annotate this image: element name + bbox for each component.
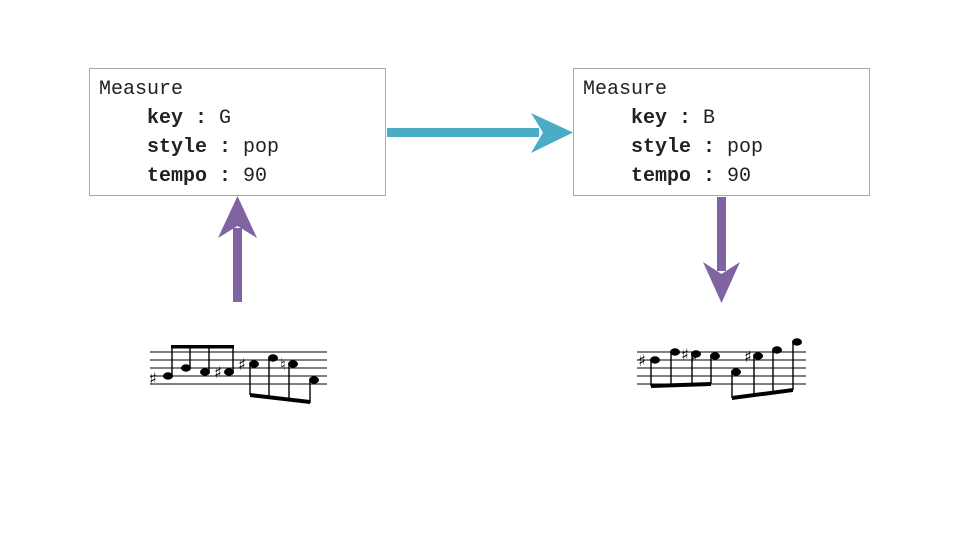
right-arrow-icon [387, 113, 573, 153]
field-tempo: tempo : 90 [631, 165, 752, 188]
svg-text:♯: ♯ [149, 369, 157, 388]
svg-text:♯: ♯ [238, 355, 246, 374]
measure-title: Measure [583, 78, 668, 101]
tempo-value: 90 [243, 165, 268, 188]
field-key: key : G [147, 107, 232, 130]
svg-text:♯: ♯ [638, 351, 646, 370]
style-value: pop [243, 136, 280, 159]
up-arrow-icon [218, 196, 257, 302]
svg-text:♯: ♯ [690, 347, 698, 366]
measure-box-output: Measure key : B style : pop tempo : 90 [573, 68, 870, 196]
tempo-value: 90 [727, 165, 752, 188]
field-style: style : pop [631, 136, 764, 159]
measure-box-input: Measure key : G style : pop tempo : 90 [89, 68, 386, 196]
svg-text:♯: ♯ [214, 363, 222, 382]
key-value: G [219, 107, 232, 130]
svg-text:♯: ♯ [681, 345, 689, 364]
measure-title: Measure [99, 78, 184, 101]
field-key: key : B [631, 107, 716, 130]
music-staff-icon: ♯ ♯ ♯ ♯ [637, 338, 806, 400]
field-tempo: tempo : 90 [147, 165, 268, 188]
svg-text:♮: ♮ [280, 355, 286, 374]
field-style: style : pop [147, 136, 280, 159]
svg-text:♯: ♯ [744, 347, 752, 366]
down-arrow-icon [703, 197, 740, 303]
music-staff-icon: ♯ ♯ ♯ ♮ [149, 345, 327, 404]
style-value: pop [727, 136, 764, 159]
key-value: B [703, 107, 716, 130]
